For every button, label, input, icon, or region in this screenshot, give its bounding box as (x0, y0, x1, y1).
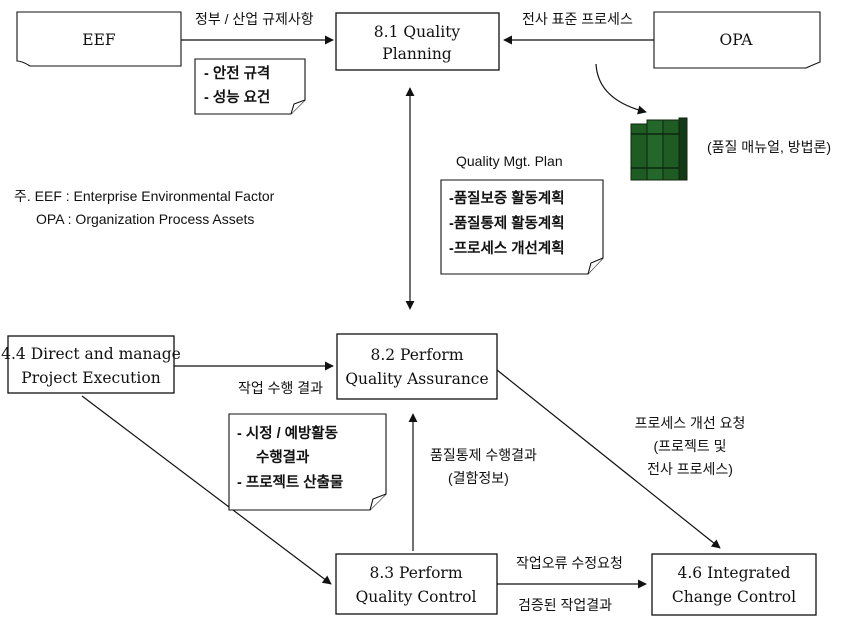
direct-manage-subtitle: Project Execution (21, 369, 160, 387)
opa-document: OPA (653, 11, 821, 69)
note-qc-plan: -품질통제 활동계획 (449, 214, 565, 232)
note-corrective-actions: - 시정 / 예방활동 (237, 424, 338, 442)
label-standard-process: 전사 표준 프로세스 (522, 11, 633, 27)
node-perform-quality-control: 8.3 Perform Quality Control (335, 553, 498, 615)
opa-label: OPA (720, 31, 754, 49)
binder-icon (630, 117, 688, 181)
label-error-fix-request: 작업오류 수정요청 (516, 555, 623, 571)
note-safety-spec: - 안전 규격 (204, 64, 270, 82)
quality-assurance-title: 8.2 Perform (370, 346, 463, 364)
direct-manage-title: 4.4 Direct and manage (1, 345, 181, 363)
note-qa-plan: -품질보증 활동계획 (449, 189, 565, 207)
label-work-results: 작업 수행 결과 (238, 380, 323, 396)
label-qc-results: 품질통제 수행결과 (430, 447, 537, 463)
quality-planning-subtitle: Planning (382, 45, 452, 63)
note-action-results: 수행결과 (256, 448, 310, 466)
label-quality-manual: (품질 매뉴얼, 방법론) (707, 139, 831, 155)
label-defect-info: (결함정보) (448, 470, 509, 486)
arrow-direct-to-qc (81, 395, 332, 585)
note-eef-items: - 안전 규격 - 성능 요건 (194, 58, 306, 115)
note-performance-req: - 성능 요건 (204, 88, 270, 106)
node-perform-quality-assurance: 8.2 Perform Quality Assurance (336, 333, 498, 400)
label-government-regulations: 정부 / 산업 규제사항 (195, 11, 314, 27)
note-process-plan: -프로세스 개선계획 (449, 239, 565, 257)
label-project-and: (프로젝트 및 (654, 438, 727, 454)
quality-assurance-subtitle: Quality Assurance (345, 370, 488, 388)
node-quality-planning: 8.1 Quality Planning (335, 12, 500, 71)
note-execution-items: - 시정 / 예방활동 수행결과 - 프로젝트 산출물 (228, 413, 387, 511)
label-enterprise-process: 전사 프로세스) (647, 461, 733, 477)
note-project-deliverables: - 프로젝트 산출물 (237, 474, 343, 491)
legend: 주. EEF : Enterprise Environmental Factor… (14, 188, 275, 227)
note-plan-items: -품질보증 활동계획 -품질통제 활동계획 -프로세스 개선계획 (440, 179, 604, 275)
label-verified-results: 검증된 작업결과 (518, 597, 612, 613)
quality-control-title: 8.3 Perform (369, 564, 462, 582)
legend-eef: 주. EEF : Enterprise Environmental Factor (14, 188, 275, 204)
node-integrated-change-control: 4.6 Integrated Change Control (651, 553, 817, 616)
node-direct-manage-execution: 4.4 Direct and manage Project Execution (1, 335, 181, 394)
change-control-subtitle: Change Control (672, 588, 796, 606)
legend-opa: OPA : Organization Process Assets (36, 211, 254, 227)
arrow-qa-to-change (496, 369, 721, 549)
label-quality-mgt-plan: Quality Mgt. Plan (456, 153, 563, 169)
quality-control-subtitle: Quality Control (356, 588, 477, 606)
connectors (81, 35, 721, 589)
change-control-title: 4.6 Integrated (678, 564, 791, 582)
label-improvement-request: 프로세스 개선 요청 (635, 415, 746, 431)
arrow-opa-to-manual (595, 63, 647, 115)
eef-document: EEF (16, 11, 182, 67)
quality-planning-title: 8.1 Quality (374, 23, 461, 41)
eef-label: EEF (82, 31, 116, 49)
